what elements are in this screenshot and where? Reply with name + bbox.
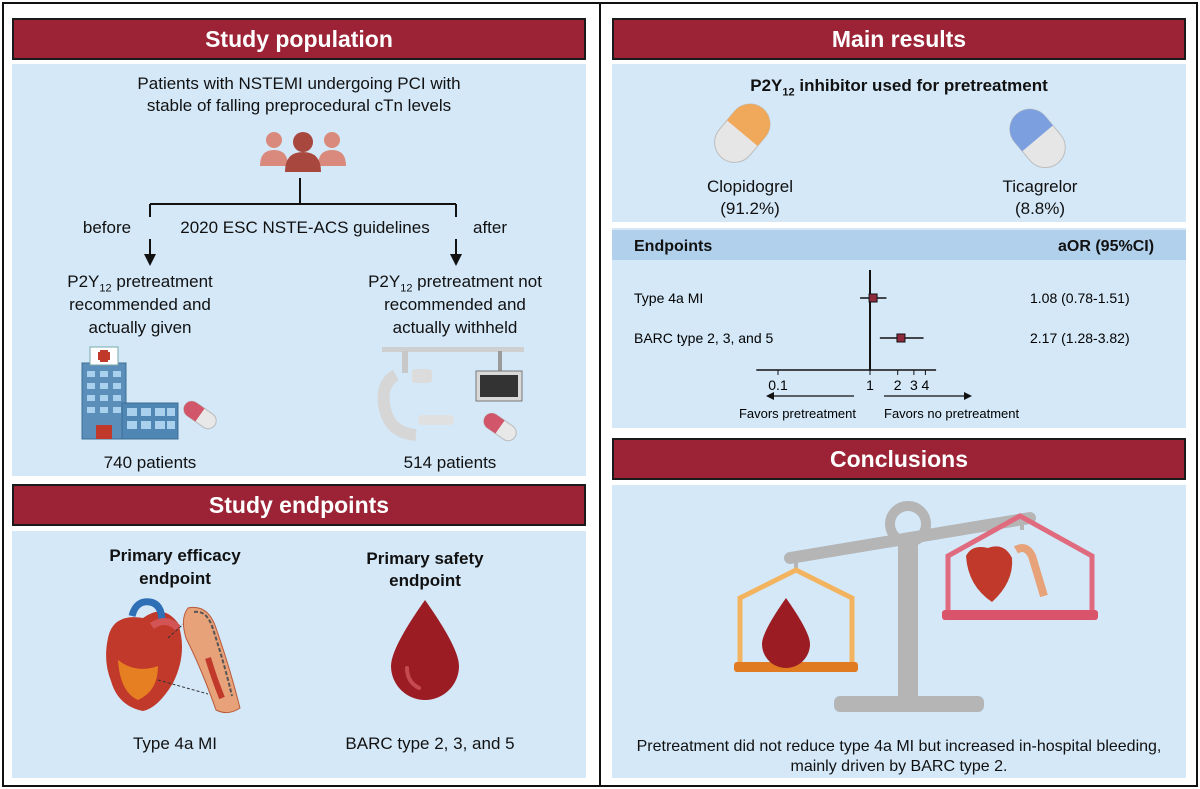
safety-endpoint-heading-line1: Primary safety xyxy=(366,549,484,568)
withheld-patient-count: 514 patients xyxy=(403,453,497,472)
inhibitor-panel xyxy=(612,64,1186,222)
main-results-banner: Main results xyxy=(612,18,1186,60)
pretreatment-given-line3: actually given xyxy=(88,318,192,337)
after-label: after xyxy=(450,217,530,239)
conclusion-line1: Pretreatment did not reduce type 4a MI b… xyxy=(636,738,1162,755)
pretreatment-given-line2: recommended and xyxy=(69,295,211,314)
study-endpoints-banner: Study endpoints xyxy=(12,484,586,526)
guidelines-label: 2020 ESC NSTE-ACS guidelines xyxy=(165,217,445,239)
study-population-banner: Study population xyxy=(12,18,586,60)
study-endpoints-title: Study endpoints xyxy=(208,491,390,518)
blood-drop-icon xyxy=(391,600,459,700)
pill-icon xyxy=(483,412,517,442)
cath-lab-icon xyxy=(377,347,524,441)
favors-no-pretreatment-arrowhead xyxy=(964,392,972,400)
favors-pretreatment-label: Favors pretreatment xyxy=(739,406,856,421)
patients-group-icon xyxy=(260,132,346,172)
favors-no-pretreatment-label: Favors no pretreatment xyxy=(884,406,1020,421)
column-divider xyxy=(599,2,601,787)
clopidogrel-name: Clopidogrel xyxy=(707,177,793,196)
safety-endpoint-label: BARC type 2, 3, and 5 xyxy=(345,734,515,753)
ticagrelor-name: Ticagrelor xyxy=(1002,177,1078,196)
forest-row-label: Type 4a MI xyxy=(634,290,703,306)
pretreatment-withheld-line3: actually withheld xyxy=(392,318,518,337)
ticagrelor-percent: (8.8%) xyxy=(1014,199,1066,218)
study-population-title: Study population xyxy=(205,25,393,52)
forest-row-label: BARC type 2, 3, and 5 xyxy=(634,330,774,346)
safety-endpoint-heading-line2: endpoint xyxy=(389,571,461,590)
heart-stent-icon xyxy=(106,598,241,714)
hospital-icon xyxy=(81,346,179,440)
forest-plot-header xyxy=(612,230,1186,260)
conclusion-line2: mainly driven by BARC type 2. xyxy=(790,758,1008,775)
x-axis-tick-label: 3 xyxy=(910,377,918,393)
before-label: before xyxy=(52,217,162,239)
clopidogrel-capsule-icon xyxy=(714,103,771,163)
pretreatment-withheld-line1: P2Y12 pretreatment not xyxy=(368,272,542,295)
conclusions-title: Conclusions xyxy=(829,445,968,472)
forest-row-value: 1.08 (0.78-1.51) xyxy=(1030,290,1130,306)
balance-scale-icon xyxy=(734,501,1098,712)
favors-pretreatment-arrowhead xyxy=(766,392,774,400)
pretreatment-given-line1: P2Y12 pretreatment xyxy=(67,272,213,295)
aor-column-header: aOR (95%CI) xyxy=(1058,238,1155,255)
conclusions-banner: Conclusions xyxy=(612,438,1186,480)
endpoints-column-header: Endpoints xyxy=(634,238,713,255)
x-axis-tick-label: 4 xyxy=(921,377,929,393)
x-axis-tick-label: 1 xyxy=(866,377,874,393)
pretreatment-withheld-line2: recommended and xyxy=(384,295,526,314)
point-estimate xyxy=(896,333,906,343)
efficacy-endpoint-heading-line2: endpoint xyxy=(139,569,211,588)
main-results-title: Main results xyxy=(831,25,967,52)
point-estimate xyxy=(868,293,878,303)
forest-row-value: 2.17 (1.28-3.82) xyxy=(1030,330,1130,346)
ticagrelor-capsule-icon xyxy=(1009,108,1066,169)
x-axis-tick-label: 0.1 xyxy=(768,377,788,393)
efficacy-endpoint-label: Type 4a MI xyxy=(132,734,218,753)
efficacy-endpoint-heading-line1: Primary efficacy xyxy=(109,546,241,565)
forest-plot-panel xyxy=(612,228,1186,428)
x-axis-tick-label: 2 xyxy=(894,377,902,393)
population-intro-line1: Patients with NSTEMI undergoing PCI with xyxy=(137,74,461,93)
pill-icon xyxy=(183,400,217,430)
clopidogrel-percent: (91.2%) xyxy=(720,199,780,218)
inhibitor-subtitle: P2Y12 inhibitor used for pretreatment xyxy=(750,76,1048,99)
pretreated-patient-count: 740 patients xyxy=(103,453,197,472)
population-intro-line2: stable of falling preprocedural cTn leve… xyxy=(146,96,452,115)
